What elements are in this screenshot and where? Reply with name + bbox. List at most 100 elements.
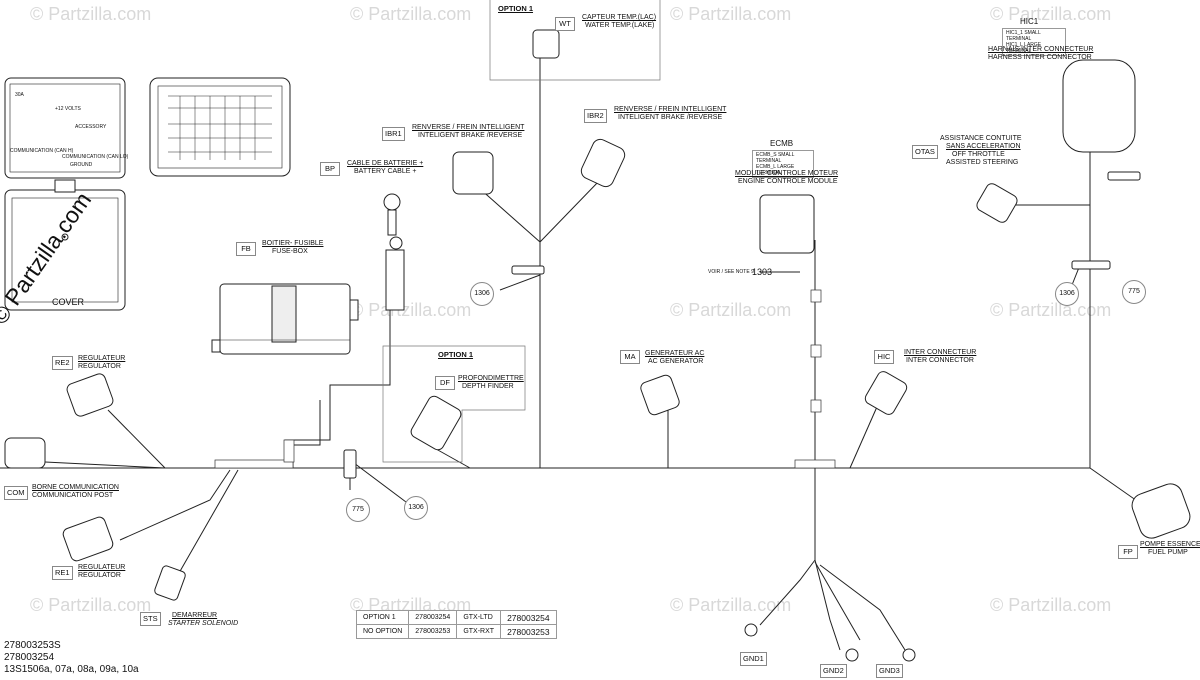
ref-1306: 1306 xyxy=(404,496,428,520)
fp-label-en: FUEL PUMP xyxy=(1148,549,1188,556)
wire-ibr2 xyxy=(539,179,601,243)
sts-label-en: STARTER SOLENOID xyxy=(168,620,239,627)
hic1-label-en: HARNESS INTER CONNECTOR xyxy=(988,54,1092,61)
hic-code: HIC xyxy=(874,350,894,364)
wire-re1 xyxy=(119,469,231,541)
ecmb-title: ECMB xyxy=(770,139,794,148)
hic-connector-shape xyxy=(864,371,908,415)
tape xyxy=(283,439,295,463)
gnd2-ring-shape xyxy=(845,648,859,662)
wire-com xyxy=(44,461,166,469)
re2-label-en: REGULATOR xyxy=(78,363,121,370)
fuse-accessory: ACCESSORY xyxy=(75,124,107,130)
hic-label-fr: INTER CONNECTEUR xyxy=(904,349,977,356)
ma-label-fr: GENERATEUR AC xyxy=(645,350,705,357)
com-label-en: COMMUNICATION POST xyxy=(32,492,114,499)
option-table: OPTION 1 278003254 GTX-LTD 278003254 NO … xyxy=(355,610,557,639)
gnd1-code: GND1 xyxy=(740,652,767,666)
wt-connector-shape xyxy=(532,29,560,59)
revision-codes: 13S1506a, 07a, 08a, 09a, 10a xyxy=(4,664,139,675)
re1-label-fr: REGULATEUR xyxy=(78,564,126,571)
watermark: © Partzilla.com xyxy=(670,300,792,320)
watermark: © Partzilla.com xyxy=(990,595,1112,615)
otas-label-4: ASSISTED STEERING xyxy=(946,159,1019,166)
wire-gnd1 xyxy=(759,468,816,626)
ref-1303: 1303 xyxy=(752,267,773,277)
ref-1306-part-shape xyxy=(1071,260,1111,270)
see-note: VOIR / SEE NOTE 9 xyxy=(708,269,754,275)
watermark: © Partzilla.com xyxy=(350,300,472,320)
fuse-rating: 30A xyxy=(15,92,24,98)
hic1-title: HIC1 xyxy=(1020,17,1039,26)
ibr2-connector-shape xyxy=(580,138,626,188)
wire-gnd3 xyxy=(819,564,906,651)
sts-connector-shape xyxy=(154,565,186,601)
hic-label-en: INTER CONNECTOR xyxy=(906,357,974,364)
ref-775: 775 xyxy=(1122,280,1146,304)
ibr1-label-en: INTELIGENT BRAKE /REVERSE xyxy=(418,132,523,139)
bp-label-fr: CABLE DE BATTERIE + xyxy=(347,160,424,167)
ref-1306-part-shape xyxy=(511,265,545,275)
com-connector-shape xyxy=(4,437,46,469)
re2-label-fr: REGULATEUR xyxy=(78,355,126,362)
ibr2-code: IBR2 xyxy=(584,109,607,123)
gnd1-ring-shape xyxy=(744,623,758,637)
cover-label: COVER xyxy=(52,297,85,307)
ibr1-connector-shape xyxy=(452,151,494,195)
com-code: COM xyxy=(4,486,28,500)
part-number: 278003254 xyxy=(4,652,55,663)
ibr1-label-fr: RENVERSE / FREIN INTELLIGENT xyxy=(412,124,525,131)
watermark: © Partzilla.com xyxy=(30,4,152,24)
watermark: © Partzilla.com xyxy=(990,4,1112,24)
ref-1306: 1306 xyxy=(1055,282,1079,306)
fp-connector-shape xyxy=(1131,483,1191,539)
fb-label-en: FUSE-BOX xyxy=(272,248,308,255)
battery-cable-drawing xyxy=(383,193,405,311)
tape xyxy=(810,399,822,413)
gnd2-code: GND2 xyxy=(820,664,847,678)
tape xyxy=(214,459,294,469)
table-row: OPTION 1 278003254 GTX-LTD 278003254 xyxy=(355,610,557,625)
ibr2-label-fr: RENVERSE / FREIN INTELLIGENT xyxy=(614,106,727,113)
option-1-label: OPTION 1 xyxy=(498,4,534,13)
sts-code: STS xyxy=(140,612,161,626)
otas-pin-shape xyxy=(1107,171,1141,181)
ma-label-en: AC GENERATOR xyxy=(648,358,704,365)
df-label-en: DEPTH FINDER xyxy=(462,383,514,390)
re1-code: RE1 xyxy=(52,566,73,580)
fuse-box-cover-drawing xyxy=(4,77,126,311)
watermark: © Partzilla.com xyxy=(670,595,792,615)
fb-code: FB xyxy=(236,242,256,256)
ref-1306: 1306 xyxy=(470,282,494,306)
gnd3-ring-shape xyxy=(902,648,916,662)
wire-hic xyxy=(849,399,881,469)
ecm-connector-shape xyxy=(759,194,815,254)
sts-label-fr: DEMARREUR xyxy=(172,612,218,619)
re2-code: RE2 xyxy=(52,356,73,370)
fp-label-fr: POMPE ESSENCE xyxy=(1140,541,1200,548)
df-label-fr: PROFONDIMETTRE xyxy=(458,375,524,382)
bp-code: BP xyxy=(320,162,340,176)
option-1-wt-box xyxy=(489,0,661,81)
fb-label-fr: BOITIER- FUSIBLE xyxy=(262,240,324,247)
ecmb-table: ECMB_S SMALL TERMINAL ECMB_L LARGE TERMI… xyxy=(752,150,814,178)
part-number: 278003253S xyxy=(4,640,61,651)
ibr1-code: IBR1 xyxy=(382,127,405,141)
re1-label-en: REGULATOR xyxy=(78,572,121,579)
wire-gnd2 xyxy=(814,559,841,651)
ecm-label-en: ENGINE CONTROLE MODULE xyxy=(738,178,838,185)
gnd3-code: GND3 xyxy=(876,664,903,678)
watermark: © Partzilla.com xyxy=(670,4,792,24)
otas-label-2: SANS ACCELERATION xyxy=(946,143,1021,150)
fuse-775-shape xyxy=(343,449,357,479)
wt-label-fr: CAPTEUR TEMP.(LAC) xyxy=(582,14,657,21)
watermark: © Partzilla.com xyxy=(30,595,152,615)
tape xyxy=(810,344,822,358)
ibr2-label-en: INTELIGENT BRAKE /REVERSE xyxy=(618,114,723,121)
ma-code: MA xyxy=(620,350,640,364)
fuse-box-drawing xyxy=(211,283,359,355)
table-row: NO OPTION 278003253 GTX-RXT 278003253 xyxy=(355,624,557,639)
option-1-df-box xyxy=(382,345,526,463)
